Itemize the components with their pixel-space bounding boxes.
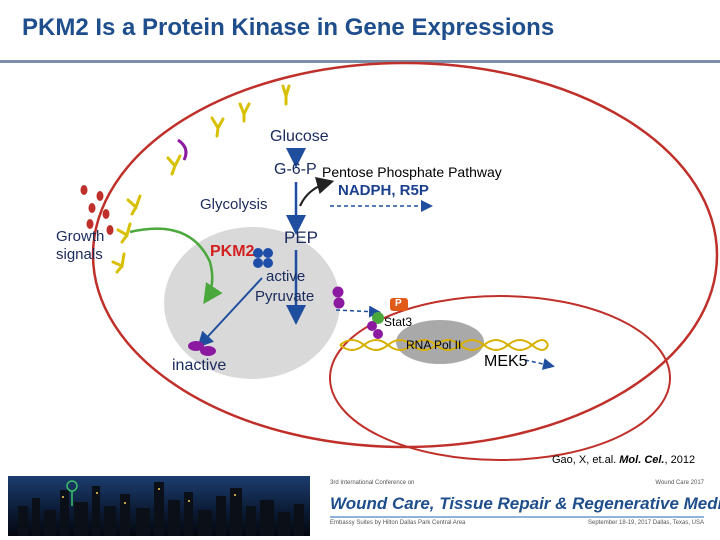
citation-journal: Mol. Cel. (619, 454, 665, 466)
growth-signal-arrow (129, 227, 223, 305)
receptor-open (177, 138, 188, 161)
conference-venue: Embassy Suites by Hilton Dallas Park Cen… (330, 520, 466, 526)
inactive-dimer (188, 341, 216, 356)
pep-label: PEP (284, 228, 319, 247)
membrane-receptors (111, 84, 291, 274)
pentose-pathway-label: Pentose Phosphate Pathway (322, 164, 502, 180)
pyruvate-dimer (332, 286, 345, 309)
nucleus (329, 295, 671, 461)
glucose-label: Glucose (270, 128, 329, 145)
pkm2-pathway-diagram (80, 61, 719, 461)
skyline-silhouette (18, 480, 304, 536)
signals-label: signals (56, 246, 103, 263)
glycolysis-label: Glycolysis (200, 196, 268, 213)
stat3-label: Stat3 (384, 315, 413, 329)
pyruvate-to-stat3-dashed-arrow (335, 305, 381, 318)
g6p-label: G-6-P (274, 161, 317, 178)
citation-authors: Gao, X, et.al. (552, 454, 617, 466)
nadph-label: NADPH, R5P (338, 182, 429, 199)
conference-divider (330, 516, 704, 518)
pentose-branch-arrow (298, 176, 335, 207)
growth-label: Growth (56, 228, 105, 245)
phospho-tag (390, 298, 408, 311)
rna-pol-ii-label: RNA Pol II (406, 338, 462, 352)
dna-helix (339, 339, 549, 351)
inactive-label: inactive (172, 357, 227, 374)
stat3-dimer (367, 321, 383, 339)
active-label: active (266, 268, 306, 285)
mek5-label: MEK5 (484, 353, 528, 370)
pkm2-label: PKM2 (210, 243, 255, 260)
citation: Gao, X, et.al. Mol. Cel., 2012 (552, 454, 695, 466)
conference-subtitle: 3rd International Conference on (330, 480, 415, 486)
pyruvate-label: Pyruvate (255, 288, 315, 305)
conference-info: 3rd International Conference on Wound Ca… (330, 476, 720, 536)
active-to-inactive-arrow (197, 277, 263, 348)
mek5-dashed-arrow (524, 358, 555, 370)
pkm2-tetramer (253, 248, 273, 268)
citation-year: , 2012 (664, 454, 696, 466)
stat3-green-protein (372, 312, 384, 324)
dallas-skyline-image (8, 476, 310, 536)
conference-dates: September 18-19, 2017 Dallas, Texas, USA (588, 520, 704, 526)
conference-banner: 3rd International Conference on Wound Ca… (8, 476, 720, 536)
phospho-label: P (395, 298, 402, 309)
growth-signal-dots (80, 185, 114, 235)
conference-title: Wound Care, Tissue Repair & Regenerative… (330, 494, 720, 513)
title-divider (0, 60, 720, 63)
slide-title: PKM2 Is a Protein Kinase in Gene Express… (22, 14, 555, 41)
conference-tag: Wound Care 2017 (655, 480, 704, 486)
